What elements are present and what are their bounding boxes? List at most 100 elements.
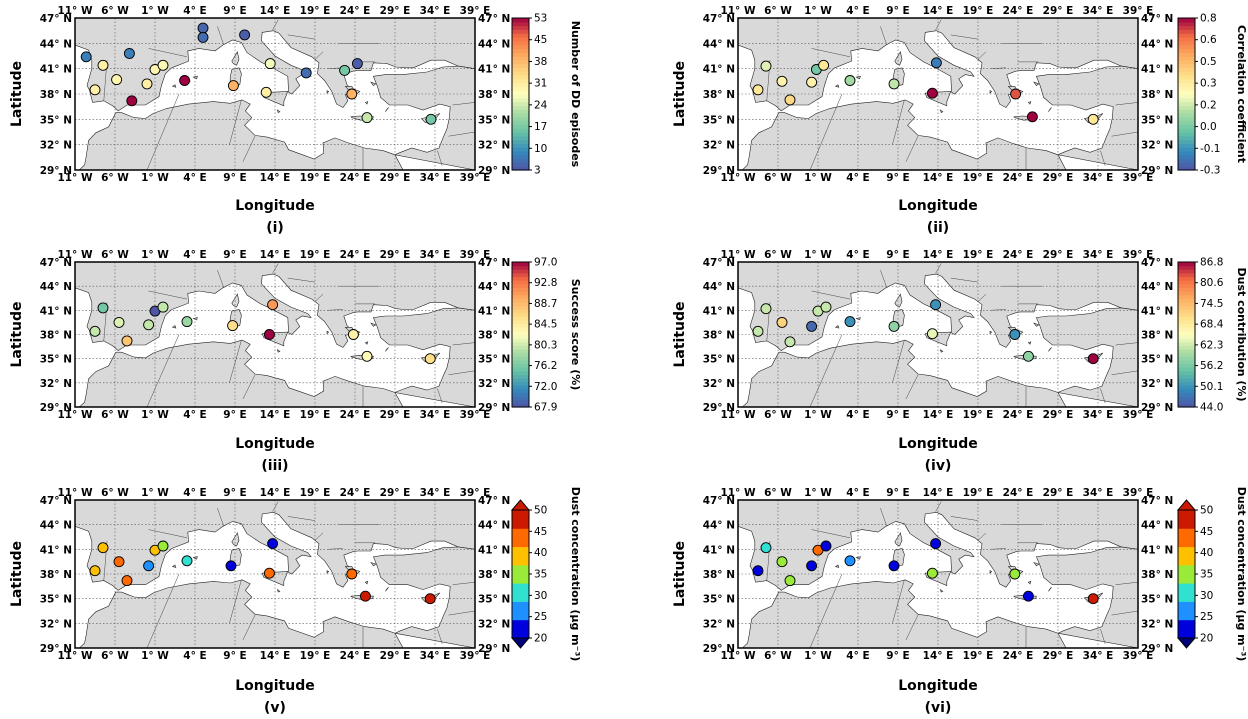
station-marker[interactable] — [806, 76, 818, 88]
station-marker[interactable] — [181, 316, 193, 328]
station-marker[interactable] — [752, 325, 764, 337]
station-marker[interactable] — [760, 542, 772, 554]
station-marker[interactable] — [227, 80, 239, 92]
station-marker[interactable] — [300, 67, 312, 79]
station-marker[interactable] — [157, 59, 169, 71]
station-marker[interactable] — [888, 78, 900, 90]
station-marker[interactable] — [930, 299, 942, 311]
station-marker[interactable] — [97, 59, 109, 71]
station-marker[interactable] — [752, 565, 764, 577]
station-marker[interactable] — [157, 301, 169, 313]
station-marker[interactable] — [97, 542, 109, 554]
station-marker[interactable] — [1087, 593, 1099, 605]
station-marker[interactable] — [121, 575, 133, 587]
station-marker[interactable] — [89, 325, 101, 337]
station-marker[interactable] — [776, 316, 788, 328]
lat-tick-label-left: 47° N — [703, 13, 735, 25]
lon-tick-label-top: 29° E — [380, 487, 411, 499]
station-marker[interactable] — [752, 84, 764, 96]
station-marker[interactable] — [844, 555, 856, 567]
station-marker[interactable] — [784, 336, 796, 348]
station-marker[interactable] — [1026, 111, 1038, 123]
station-marker[interactable] — [197, 31, 209, 43]
station-marker[interactable] — [806, 560, 818, 572]
station-marker[interactable] — [760, 303, 772, 315]
station-marker[interactable] — [1087, 113, 1099, 125]
station-marker[interactable] — [1010, 88, 1022, 100]
station-marker[interactable] — [760, 60, 772, 72]
station-marker[interactable] — [267, 538, 279, 550]
lon-tick-label-bottom: 39° E — [460, 650, 491, 662]
station-marker[interactable] — [1009, 329, 1021, 340]
station-marker[interactable] — [930, 57, 942, 69]
station-marker[interactable] — [263, 329, 275, 340]
station-marker[interactable] — [143, 319, 155, 331]
station-marker[interactable] — [361, 350, 373, 362]
station-marker[interactable] — [844, 316, 856, 328]
station-marker[interactable] — [888, 560, 900, 572]
station-marker[interactable] — [359, 590, 371, 602]
lon-tick-label-top: 6° W — [101, 249, 129, 261]
station-marker[interactable] — [113, 316, 125, 328]
station-marker[interactable] — [260, 86, 272, 98]
colorbar-title: Dust contribution (%) — [1235, 268, 1248, 402]
station-marker[interactable] — [926, 328, 938, 340]
station-marker[interactable] — [179, 75, 191, 86]
station-marker[interactable] — [113, 556, 125, 568]
station-marker[interactable] — [361, 112, 373, 124]
colorbar-tick-label: 20 — [534, 633, 547, 645]
station-marker[interactable] — [89, 84, 101, 96]
station-marker[interactable] — [339, 64, 351, 76]
station-marker[interactable] — [347, 329, 359, 340]
station-marker[interactable] — [776, 75, 788, 87]
station-marker[interactable] — [784, 94, 796, 106]
station-marker[interactable] — [888, 320, 900, 332]
station-marker[interactable] — [1009, 568, 1021, 580]
station-marker[interactable] — [263, 567, 275, 579]
country-border — [935, 19, 942, 30]
station-marker[interactable] — [776, 556, 788, 568]
colorbar-segment — [512, 338, 529, 343]
station-marker[interactable] — [784, 575, 796, 587]
station-marker[interactable] — [197, 22, 209, 34]
station-marker[interactable] — [126, 95, 138, 107]
station-marker[interactable] — [97, 302, 109, 314]
station-marker[interactable] — [239, 29, 251, 41]
station-marker[interactable] — [111, 74, 123, 86]
station-marker[interactable] — [818, 59, 830, 71]
station-marker[interactable] — [267, 299, 279, 311]
station-marker[interactable] — [157, 540, 169, 552]
colorbar-segment — [1178, 86, 1195, 91]
station-marker[interactable] — [143, 560, 155, 572]
lat-tick-label-right: 41° N — [478, 305, 510, 317]
station-marker[interactable] — [351, 58, 363, 70]
station-marker[interactable] — [424, 593, 436, 605]
station-marker[interactable] — [181, 555, 193, 567]
station-marker[interactable] — [926, 567, 938, 579]
station-marker[interactable] — [1022, 350, 1034, 362]
station-marker[interactable] — [806, 320, 818, 332]
station-marker[interactable] — [1087, 353, 1099, 365]
lat-tick-label-right: 38° N — [478, 89, 510, 101]
station-marker[interactable] — [1022, 590, 1034, 602]
colorbar-segment — [1178, 298, 1195, 303]
station-marker[interactable] — [225, 560, 237, 572]
station-marker[interactable] — [264, 58, 276, 70]
station-marker[interactable] — [121, 335, 133, 347]
station-marker[interactable] — [227, 320, 239, 332]
station-marker[interactable] — [926, 87, 938, 99]
station-marker[interactable] — [930, 538, 942, 550]
colorbar-segment — [1178, 334, 1195, 339]
panel-label: (v) — [264, 700, 286, 716]
station-marker[interactable] — [820, 540, 832, 552]
station-marker[interactable] — [346, 88, 358, 100]
station-marker[interactable] — [80, 51, 92, 63]
station-marker[interactable] — [820, 301, 832, 313]
station-marker[interactable] — [89, 565, 101, 577]
station-marker[interactable] — [425, 113, 437, 125]
station-marker[interactable] — [844, 75, 856, 86]
station-marker[interactable] — [123, 48, 135, 59]
station-marker[interactable] — [346, 568, 358, 580]
station-marker[interactable] — [141, 78, 153, 90]
station-marker[interactable] — [424, 353, 436, 365]
